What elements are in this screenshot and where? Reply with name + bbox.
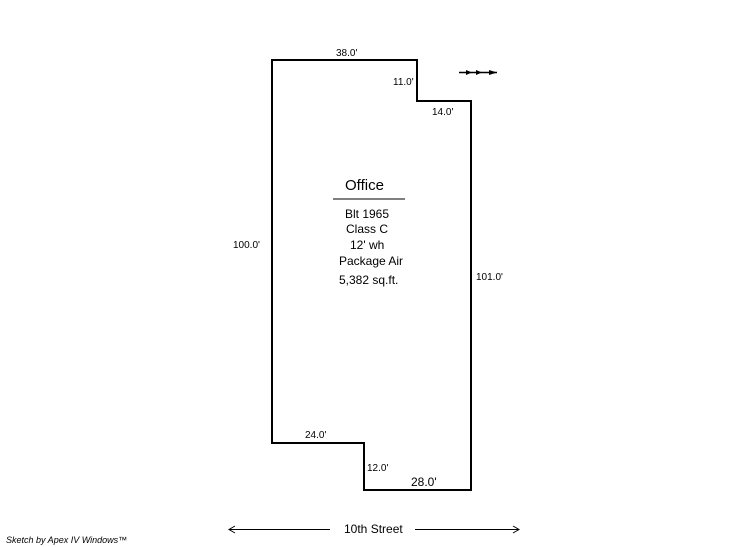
- dimension-top: 38.0': [336, 48, 358, 59]
- room-name: Office: [345, 177, 384, 194]
- room-detail-built: Blt 1965: [345, 207, 390, 221]
- dimension-notch-right-vertical: 11.0': [393, 77, 414, 88]
- room-detail-class: Class C: [346, 222, 389, 236]
- dimension-bottom-notch-vertical: 12.0': [367, 463, 389, 474]
- street-arrow: [228, 525, 520, 534]
- room-detail-hvac: Package Air: [339, 254, 404, 268]
- dimension-bottom-left: 24.0': [305, 430, 327, 441]
- building-outline: [271, 59, 472, 491]
- room-detail-wall-height: 12' wh: [350, 238, 385, 252]
- dimension-right: 101.0': [476, 272, 503, 283]
- sketch-credit: Sketch by Apex IV Windows™: [6, 535, 128, 545]
- north-arrow-icon: [459, 70, 497, 75]
- room-detail-area: 5,382 sq.ft.: [339, 273, 399, 287]
- dimension-bottom: 28.0': [411, 475, 437, 489]
- street-label: 10th Street: [344, 522, 403, 536]
- dimension-left: 100.0': [233, 240, 260, 251]
- dimension-notch-right-horizontal: 14.0': [432, 107, 454, 118]
